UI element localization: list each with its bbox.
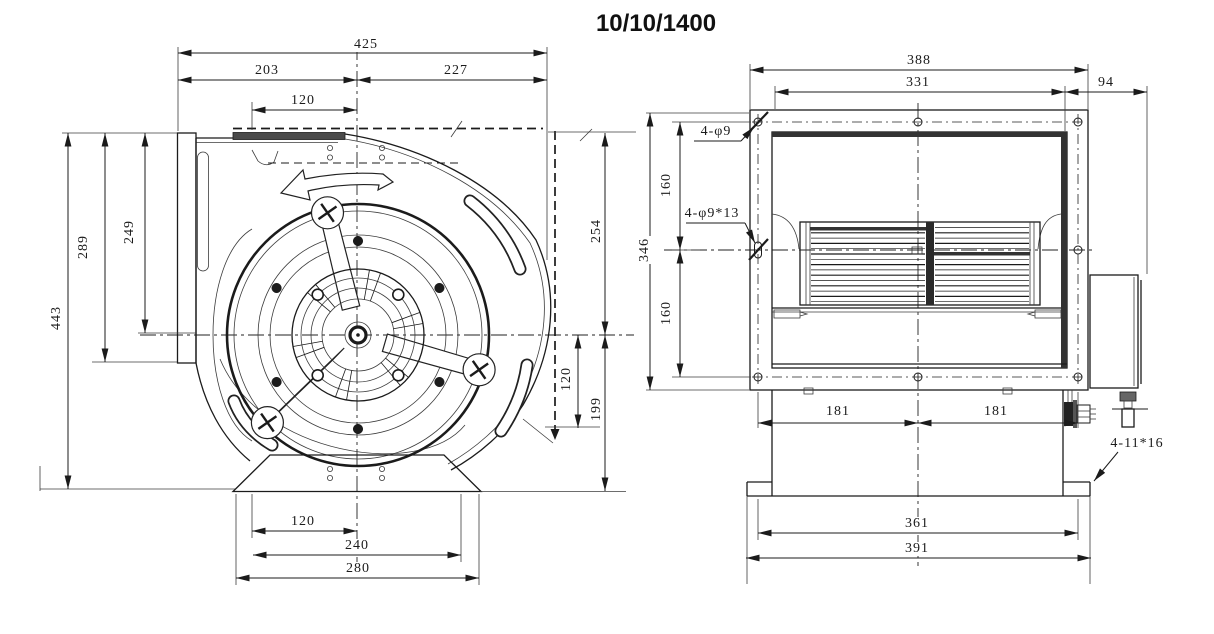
dim-right-bottom-holes: 361: [903, 516, 931, 531]
dim-right-top-motor: 94: [1096, 75, 1116, 90]
dim-left-bottom-overall: 280: [344, 561, 372, 576]
drawing-title: 10/10/1400: [595, 10, 717, 37]
dim-right-mid-right: 181: [982, 404, 1010, 419]
dim-right-upper-height: 160: [659, 171, 674, 199]
impeller-drum: [799, 221, 1041, 306]
dim-right-lower-height: 160: [659, 299, 674, 327]
dim-left-right-offset: 120: [559, 365, 574, 393]
inlet-hub: [291, 268, 425, 402]
dim-left-top-right: 227: [442, 63, 470, 78]
dim-left-bottom-half: 120: [289, 514, 317, 529]
dim-left-right-upper: 254: [589, 217, 604, 245]
dim-right-mid-left: 181: [824, 404, 852, 419]
dim-left-bottom-holes: 240: [343, 538, 371, 553]
right-view-dimension-lines: [646, 66, 1147, 562]
dim-left-right-lower: 199: [589, 395, 604, 423]
right-view-extension-lines: [646, 64, 1148, 584]
dim-left-top-left: 203: [253, 63, 281, 78]
dim-left-top-outlet: 120: [289, 93, 317, 108]
left-view-dimension-lines: [64, 49, 609, 582]
latch-right: [1026, 309, 1062, 319]
label-flange-slots: 4-φ9*13: [682, 206, 742, 221]
panel-slots: [197, 151, 534, 452]
left-view-scroll-housing: [39, 44, 636, 585]
dim-left-center-height: 249: [122, 218, 137, 246]
leader-lines: [686, 126, 1119, 482]
right-view-housing: [646, 64, 1148, 584]
dim-right-top-overall: 388: [905, 53, 933, 68]
label-foot-slots: 4-11*16: [1108, 436, 1166, 451]
dim-left-top-overall: 425: [352, 37, 380, 52]
latch-left: [773, 309, 809, 319]
label-flange-holes: 4-φ9: [698, 124, 734, 139]
dim-right-overall-height: 346: [637, 236, 652, 264]
motor-housing: [1089, 274, 1148, 428]
dim-right-bottom-overall: 391: [903, 541, 931, 556]
left-view-extension-lines: [39, 47, 636, 585]
stand-feet: [746, 387, 1091, 497]
rotation-arrow: [279, 168, 395, 201]
shaft-bolt: [1064, 390, 1096, 428]
dim-right-top-inner: 331: [904, 75, 932, 90]
dim-left-overall-height: 443: [49, 304, 64, 332]
dim-left-flange-height: 289: [76, 233, 91, 261]
